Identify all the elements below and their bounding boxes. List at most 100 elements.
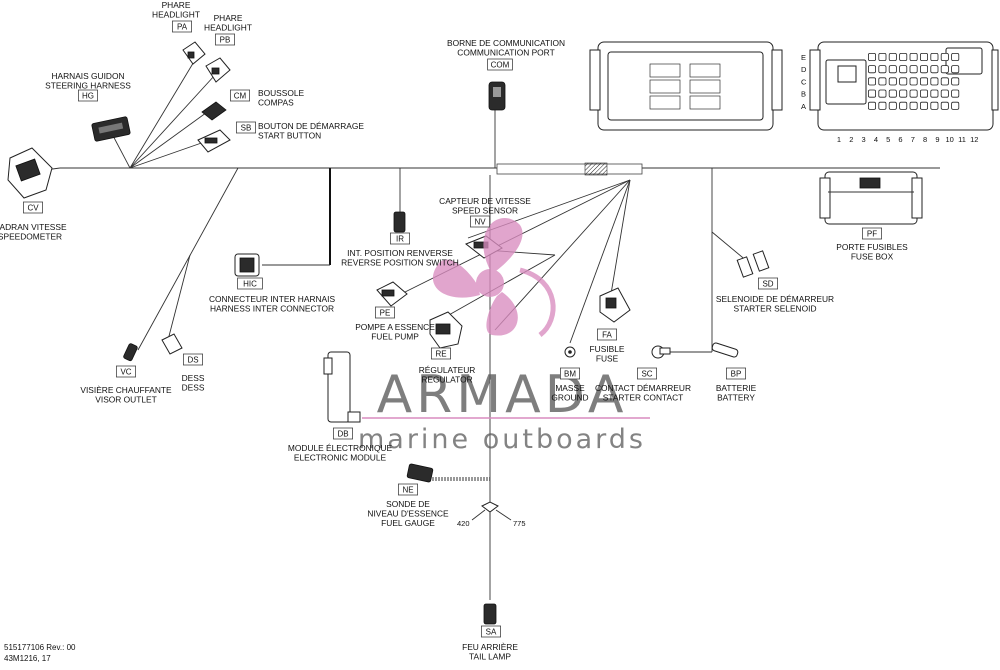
component-label-line: STEERING HARNESS <box>45 81 131 91</box>
component-label-line: CONTACT DÉMARREUR <box>595 383 691 393</box>
code-box <box>560 367 581 380</box>
fuse-pin <box>940 77 949 86</box>
fuse-pin <box>878 65 887 74</box>
headlight-pa-connector-icon <box>182 41 206 65</box>
component-code: SC <box>641 370 652 379</box>
footer-part-number: 515177106 Rev.: 00 <box>4 643 76 652</box>
communication-port-icon <box>488 81 506 111</box>
code-box <box>22 201 44 214</box>
tail-lamp-connector-icon <box>483 603 497 625</box>
inter-harness-connector-icon <box>234 253 260 277</box>
fuse-pin <box>868 53 877 62</box>
fuse-pin <box>930 89 939 98</box>
component-label-line: FUEL GAUGE <box>381 518 435 528</box>
fuse-column-number: 3 <box>862 135 866 144</box>
armada-logo-icon <box>432 217 556 337</box>
fuse-pin <box>878 101 887 110</box>
component-label-line: REGULATOR <box>421 375 472 385</box>
fuse-pin <box>920 53 929 62</box>
component-code: SA <box>486 628 497 637</box>
fuse-pin <box>868 101 877 110</box>
fuse-pin <box>868 89 877 98</box>
fuse-row-letter: B <box>801 90 806 99</box>
component-label-line: PORTE FUSIBLES <box>836 242 908 252</box>
component-code: BM <box>564 370 576 379</box>
component-label-line: BOUSSOLE <box>258 88 304 98</box>
fuse-column-number: 11 <box>958 135 966 144</box>
component-label-line: CAPTEUR DE VITESSE <box>439 196 531 206</box>
code-box <box>726 367 747 380</box>
watermark-tagline: marine outboards <box>358 424 646 455</box>
battery-terminal-icon <box>711 342 739 358</box>
fuse-pin <box>920 77 929 86</box>
steering-harness-connector-icon <box>91 116 131 142</box>
code-box <box>487 58 513 71</box>
callout-775: 775 <box>513 519 526 528</box>
code-box <box>78 89 99 102</box>
component-code: PB <box>220 36 231 45</box>
fuse-pin <box>878 77 887 86</box>
component-label-line: SPEEDOMETER <box>0 232 62 242</box>
component-label-line: HEADLIGHT <box>204 23 252 33</box>
dess-connector-icon <box>161 333 183 355</box>
code-box <box>237 277 263 290</box>
component-label-line: MODULE ÉLECTRONIQUE <box>288 443 393 453</box>
fuse-row-letter: E <box>801 53 806 62</box>
regulator-connector-icon <box>429 311 463 349</box>
component-label-line: SONDE DE <box>386 499 430 509</box>
fuse-pin <box>878 53 887 62</box>
electronic-module-icon <box>323 351 361 423</box>
fuse-pin <box>909 65 918 74</box>
component-label-line: GROUND <box>551 393 588 403</box>
compass-connector-icon <box>201 101 227 121</box>
code-box <box>171 20 192 33</box>
component-label-line: STARTER SELENOID <box>734 304 817 314</box>
start-button-connector-icon <box>197 129 231 153</box>
component-label-line: HARNESS INTER CONNECTOR <box>210 304 334 314</box>
component-code: CV <box>27 204 39 213</box>
fuse-pin <box>899 101 908 110</box>
component-code: PF <box>867 230 877 239</box>
component-label-line: COMPAS <box>258 98 294 108</box>
component-code: FA <box>602 331 612 340</box>
fuse-box-pinout-icon <box>809 41 999 131</box>
fuse-pin <box>951 77 960 86</box>
component-code: HG <box>82 92 94 101</box>
code-box <box>389 232 410 245</box>
component-label-line: ELECTRONIC MODULE <box>294 453 387 463</box>
component-label-line: FUEL PUMP <box>371 332 419 342</box>
fuse-pin <box>909 89 918 98</box>
component-label-line: MASSE <box>555 383 585 393</box>
component-label-line: BOUTON DE DÉMARRAGE <box>258 121 364 131</box>
code-box <box>116 365 137 378</box>
component-label-line: DESS <box>182 373 205 383</box>
component-code: NV <box>474 218 486 227</box>
fuse-pin <box>930 101 939 110</box>
fuse-holder-icon <box>599 287 631 323</box>
component-label-line: FEU ARRIÈRE <box>462 642 518 652</box>
code-box <box>397 483 418 496</box>
code-box <box>235 121 256 134</box>
component-label-line: SPEED SENSOR <box>452 206 518 216</box>
starter-solenoid-connector-icon <box>736 250 770 278</box>
fuse-row-letter: D <box>801 65 807 74</box>
code-box <box>862 227 883 240</box>
component-code: BP <box>731 370 742 379</box>
component-label-line: STARTER CONTACT <box>603 393 684 403</box>
ground-terminal-icon <box>564 346 576 358</box>
component-label-line: PHARE <box>214 13 243 23</box>
fuse-pin <box>899 77 908 86</box>
code-box <box>469 215 490 228</box>
component-label-line: BATTERIE <box>716 383 757 393</box>
fuse-pin <box>899 53 908 62</box>
fuse-pin <box>930 65 939 74</box>
